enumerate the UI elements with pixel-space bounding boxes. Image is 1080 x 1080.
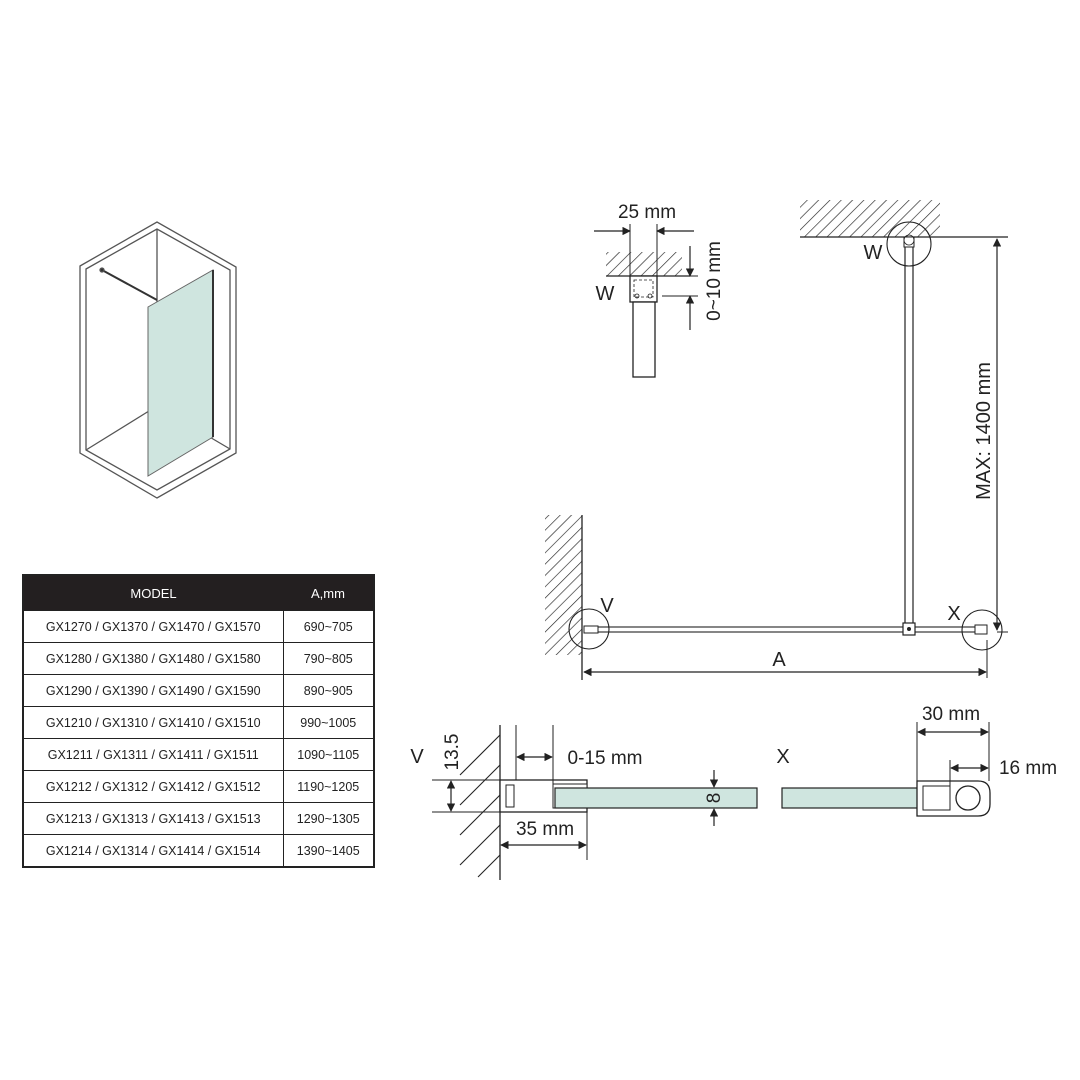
- glass-panel-v: [554, 787, 758, 809]
- w-detail-circle: [886, 221, 932, 267]
- dim-13-5-label: 13.5: [442, 734, 463, 771]
- dim-35-label: 35 mm: [516, 819, 574, 840]
- left-wall-hatch: [545, 515, 582, 655]
- w-plan-label: W: [864, 242, 883, 264]
- plan-view: W V X A MAX: 1400 mm: [545, 200, 1008, 680]
- a-value-cell: 1090~1105: [283, 738, 374, 771]
- dim-0-10-label: 0~10 mm: [704, 241, 725, 321]
- table-header-row: MODEL A,mm: [23, 575, 374, 611]
- v-detail-circle: [568, 608, 610, 650]
- enclosure-3d-view: [79, 221, 237, 499]
- header-a: A,mm: [283, 575, 374, 611]
- x-detail-view: X 30 mm 16 mm: [776, 704, 1057, 817]
- model-cell: GX1211 / GX1311 / GX1411 / GX1511: [23, 738, 284, 771]
- model-cell: GX1214 / GX1314 / GX1414 / GX1514: [23, 834, 284, 867]
- dim-30-label: 30 mm: [922, 704, 980, 725]
- dim-0-15-label: 0-15 mm: [568, 748, 643, 769]
- model-cell: GX1270 / GX1370 / GX1470 / GX1570: [23, 610, 284, 643]
- glass-panel-plan: [586, 626, 986, 633]
- v-plan-label: V: [600, 595, 614, 617]
- stabiliser-bar: [904, 241, 914, 629]
- a-value-cell: 1290~1305: [283, 802, 374, 835]
- w-detail-view: 25 mm 0~10 mm W: [594, 202, 725, 378]
- model-cell: GX1210 / GX1310 / GX1410 / GX1510: [23, 706, 284, 739]
- glass-panel-x: [781, 787, 923, 809]
- a-value-cell: 790~805: [283, 642, 374, 675]
- a-value-cell: 1190~1205: [283, 770, 374, 803]
- w-detail-label: W: [596, 283, 615, 305]
- model-cell: GX1280 / GX1380 / GX1480 / GX1580: [23, 642, 284, 675]
- x-detail-label: X: [776, 746, 789, 768]
- a-value-cell: 890~905: [283, 674, 374, 707]
- model-cell: GX1212 / GX1312 / GX1412 / GX1512: [23, 770, 284, 803]
- dim-8-label: 8: [704, 793, 725, 804]
- v-detail-label: V: [410, 746, 424, 768]
- a-value-cell: 1390~1405: [283, 834, 374, 867]
- max-height-label: MAX: 1400 mm: [973, 362, 995, 500]
- x-plan-label: X: [947, 603, 960, 625]
- dim-16-label: 16 mm: [999, 758, 1057, 779]
- ceiling-hatch: [800, 200, 940, 237]
- a-dim-label: A: [772, 649, 786, 671]
- dim-25-label: 25 mm: [618, 202, 676, 223]
- v-detail-view: V 13.5 0-15 mm 35 mm 8: [410, 725, 758, 880]
- model-size-table: MODEL A,mm GX1270 / GX1370 / GX1470 / GX…: [22, 574, 375, 868]
- ceiling-hatch-small: [606, 252, 682, 276]
- model-cell: GX1213 / GX1313 / GX1413 / GX1513: [23, 802, 284, 835]
- a-value-cell: 990~1005: [283, 706, 374, 739]
- x-detail-circle: [961, 609, 1003, 651]
- a-value-cell: 690~705: [283, 610, 374, 643]
- header-model: MODEL: [23, 575, 283, 611]
- model-cell: GX1290 / GX1390 / GX1490 / GX1590: [23, 674, 284, 707]
